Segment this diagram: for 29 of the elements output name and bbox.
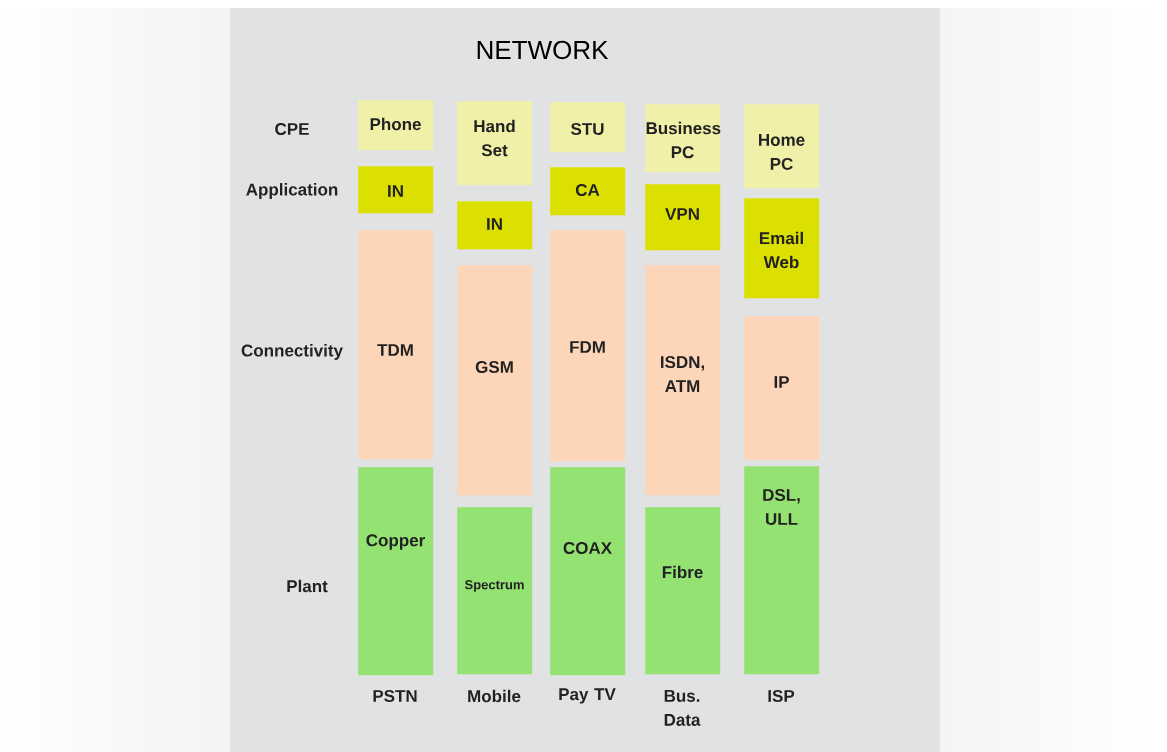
row-label: CPE: [275, 122, 309, 135]
layer-box: Phone: [358, 100, 434, 151]
layer-box: DSL, ULL: [744, 466, 820, 675]
column-label: Mobile: [468, 689, 521, 703]
column-label: ISP: [768, 689, 795, 702]
layer-box: ISDN, ATM: [645, 265, 721, 496]
layer-box: COAX: [550, 467, 626, 676]
layer-box: Fibre: [645, 507, 721, 675]
column-label: Bus. Data: [664, 690, 701, 726]
layer-box: Email Web: [744, 198, 820, 299]
layer-box: Hand Set: [457, 101, 533, 186]
row-label: Application: [246, 183, 338, 199]
row-label: Plant: [287, 579, 328, 593]
column-label: PSTN: [373, 689, 417, 702]
layer-box: Home PC: [744, 104, 820, 189]
layer-box: FDM: [550, 230, 626, 462]
title: NETWORK: [477, 40, 609, 60]
layer-box: GSM: [457, 265, 533, 496]
layer-box: IP: [744, 316, 820, 461]
layer-box: TDM: [358, 230, 434, 460]
column-label: Pay TV: [559, 688, 616, 704]
layer-box: Spectrum: [457, 507, 533, 675]
layer-box: IN: [457, 201, 533, 250]
layer-box: Business PC: [645, 104, 721, 173]
layer-box: IN: [358, 166, 434, 214]
layer-box: STU: [550, 102, 626, 153]
layer-box: VPN: [645, 184, 721, 251]
layer-box: Copper: [358, 467, 434, 676]
layer-box: CA: [550, 167, 626, 216]
